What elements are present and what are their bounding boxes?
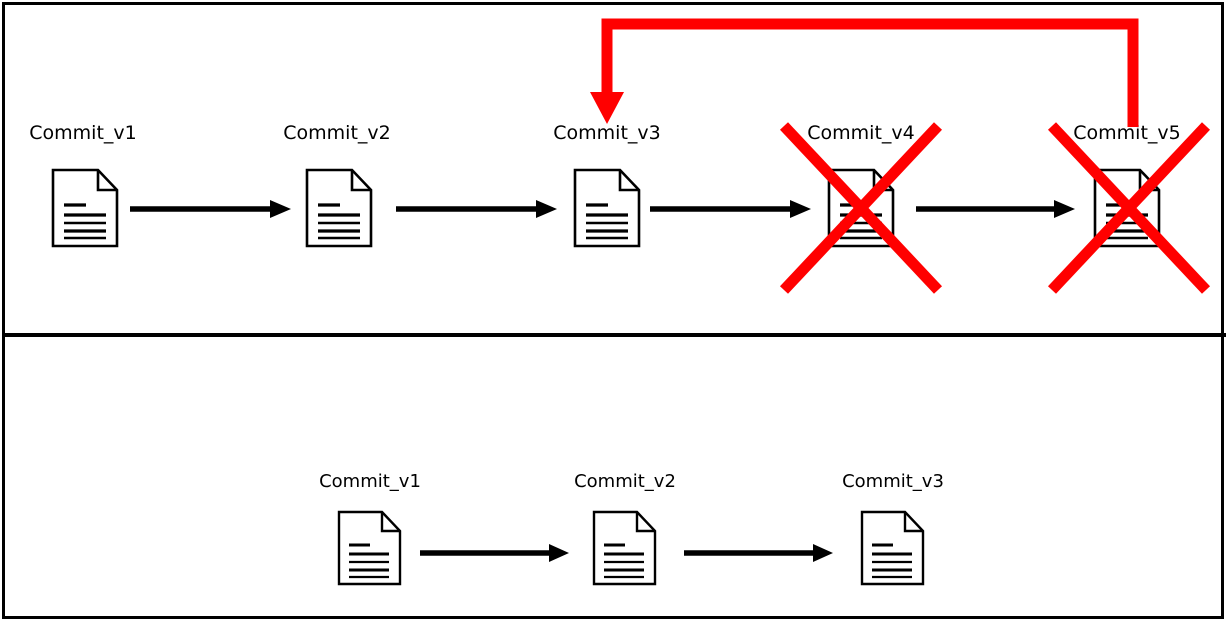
red-x-cross-icon bbox=[776, 118, 946, 302]
commit-label-v3-bottom: Commit_v3 bbox=[842, 471, 944, 492]
right-arrow-icon bbox=[396, 198, 558, 224]
commit-label-v5-top: Commit_v5 bbox=[1073, 122, 1181, 144]
commit-label-v3-top: Commit_v3 bbox=[553, 122, 661, 144]
document-page-icon bbox=[859, 509, 926, 591]
document-page-icon bbox=[50, 167, 120, 253]
commit-label-v1-bottom: Commit_v1 bbox=[319, 471, 421, 492]
commit-label-v2-top: Commit_v2 bbox=[283, 122, 391, 144]
red-revert-arrow-icon bbox=[590, 18, 1139, 127]
commit-label-v4-top: Commit_v4 bbox=[807, 122, 915, 144]
document-page-icon bbox=[572, 167, 642, 253]
commit-label-v2-bottom: Commit_v2 bbox=[574, 471, 676, 492]
right-arrow-icon bbox=[684, 542, 834, 568]
document-page-icon bbox=[591, 509, 658, 591]
red-x-cross-icon bbox=[1044, 118, 1214, 302]
panel-before-revert: Commit_v1 Commit_v2 bbox=[29, 18, 1214, 302]
right-arrow-icon bbox=[420, 542, 570, 568]
document-page-icon bbox=[304, 167, 374, 253]
right-arrow-icon bbox=[650, 198, 812, 224]
panel-divider bbox=[2, 333, 1226, 337]
panel-after-revert: Commit_v1 Commit_v2 bbox=[0, 337, 1228, 623]
commit-label-v1-top: Commit_v1 bbox=[29, 122, 137, 144]
right-arrow-icon bbox=[916, 198, 1076, 224]
right-arrow-icon bbox=[130, 198, 292, 224]
document-page-icon bbox=[336, 509, 403, 591]
